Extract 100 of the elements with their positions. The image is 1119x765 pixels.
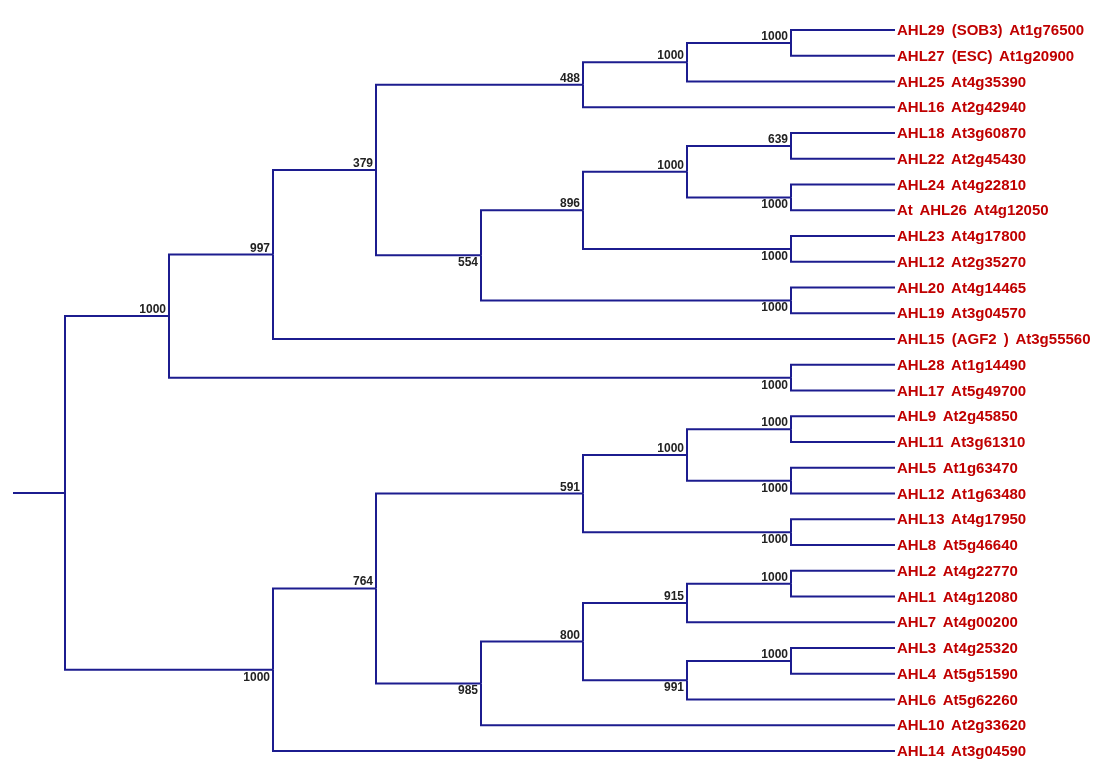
bootstrap-value: 997 <box>249 240 273 255</box>
tree-branch <box>686 61 896 83</box>
bootstrap-value: 800 <box>559 627 583 642</box>
tree-branch <box>686 170 792 199</box>
taxon-label: AHL12 At1g63480 <box>895 484 1027 503</box>
taxon-label: AHL22 At2g45430 <box>895 149 1027 168</box>
tree-branch <box>790 569 896 585</box>
bootstrap-value: 1000 <box>243 669 273 684</box>
tree-branch <box>790 247 896 263</box>
bootstrap-value: 1000 <box>761 480 791 495</box>
taxon-label: AHL1 At4g12080 <box>895 587 1018 606</box>
bootstrap-value: 915 <box>663 588 687 603</box>
tree-branch <box>582 61 688 86</box>
tree-branch <box>790 659 896 675</box>
taxon-label: AHL3 At4g25320 <box>895 639 1018 657</box>
tree-branch <box>480 640 584 685</box>
tree-branch <box>790 132 896 147</box>
tree-branch <box>272 668 896 752</box>
tree-branch <box>790 299 896 315</box>
taxon-label: At AHL26 At4g12050 <box>895 201 1049 220</box>
bootstrap-value: 1000 <box>139 302 169 317</box>
tree-branch <box>790 235 896 250</box>
bootstrap-value: 639 <box>767 131 791 146</box>
bootstrap-value: 1000 <box>761 248 791 263</box>
tree-branch <box>790 144 896 160</box>
bootstrap-value: 1000 <box>761 646 791 661</box>
bootstrap-value: 488 <box>559 70 583 85</box>
tree-branch <box>582 601 688 643</box>
tree-branch <box>686 144 792 173</box>
bootstrap-value: 591 <box>559 479 583 494</box>
bootstrap-value: 1000 <box>761 532 791 547</box>
taxon-label: AHL10 At2g33620 <box>895 716 1027 735</box>
tree-branch <box>582 492 792 534</box>
taxon-label: AHL12 At2g35270 <box>895 252 1027 271</box>
taxon-label: AHL25 At4g35390 <box>895 72 1027 91</box>
tree-branch <box>375 587 482 685</box>
tree-branch <box>686 601 896 624</box>
bootstrap-value: 554 <box>457 255 481 270</box>
bootstrap-value: 991 <box>663 680 687 695</box>
tree-branch <box>12 491 274 671</box>
tree-branch <box>790 41 896 57</box>
taxon-label: AHL29 (SOB3) At1g76500 <box>895 21 1085 39</box>
tree-branch <box>375 83 584 171</box>
bootstrap-value: 1000 <box>761 377 791 392</box>
bootstrap-value: 1000 <box>761 300 791 315</box>
tree-branch <box>790 286 896 302</box>
bootstrap-value: 1000 <box>761 197 791 212</box>
tree-branch <box>375 169 482 257</box>
tree-branch <box>790 479 896 495</box>
taxon-label: AHL17 At5g49700 <box>895 381 1027 400</box>
tree-branch <box>790 183 896 199</box>
tree-branch <box>480 254 792 302</box>
bootstrap-value: 1000 <box>761 28 791 43</box>
tree-branch <box>582 453 688 495</box>
taxon-label: AHL20 At4g14465 <box>895 278 1027 297</box>
taxon-label: AHL28 At1g14490 <box>895 355 1027 374</box>
taxon-label: AHL11 At3g61310 <box>895 433 1026 451</box>
tree-branch <box>790 196 896 212</box>
tree-branch <box>582 209 792 250</box>
tree-branch <box>168 253 274 318</box>
bootstrap-value: 764 <box>352 574 376 589</box>
taxon-label: AHL18 At3g60870 <box>895 124 1027 142</box>
taxon-label: AHL13 At4g17950 <box>895 510 1027 529</box>
tree-branch <box>790 647 896 662</box>
tree-branch <box>168 315 792 379</box>
taxon-label: AHL14 At3g04590 <box>895 742 1027 760</box>
tree-branch <box>272 253 896 340</box>
taxon-label: AHL23 At4g17800 <box>895 227 1027 245</box>
tree-branch <box>686 679 896 701</box>
bootstrap-value: 1000 <box>657 440 687 455</box>
taxon-label: AHL15 (AGF2 ) At3g55560 <box>895 330 1091 348</box>
bootstrap-value: 1000 <box>761 415 791 430</box>
tree-branch <box>790 518 896 534</box>
bootstrap-value: 379 <box>352 156 376 170</box>
tree-branch <box>686 659 792 682</box>
tree-branch <box>272 169 377 256</box>
tree-branch <box>790 466 896 482</box>
bootstrap-value: 896 <box>559 196 583 211</box>
tree-branch <box>790 363 896 379</box>
tree-branch <box>272 587 377 671</box>
tree-branch <box>480 682 896 727</box>
tree-branch <box>790 582 896 598</box>
taxon-label: AHL19 At3g04570 <box>895 304 1027 323</box>
tree-branch <box>582 83 896 109</box>
tree-branch <box>790 29 896 44</box>
taxon-label: AHL4 At5g51590 <box>895 664 1018 683</box>
tree-branch <box>375 492 584 590</box>
bootstrap-value: 985 <box>457 683 481 698</box>
bootstrap-value: 1000 <box>657 157 687 172</box>
bootstrap-value: 1000 <box>657 48 687 63</box>
taxon-label: AHL9 At2g45850 <box>895 407 1018 426</box>
taxon-label: AHL24 At4g22810 <box>895 175 1027 194</box>
tree-branch <box>686 428 792 456</box>
tree-branch <box>582 640 688 682</box>
tree-branch <box>582 170 688 212</box>
taxon-label: AHL8 At5g46640 <box>895 536 1018 554</box>
tree-branch <box>480 209 584 257</box>
taxon-label: AHL2 At4g22770 <box>895 561 1018 580</box>
tree-branch <box>790 428 896 443</box>
taxon-label: AHL16 At2g42940 <box>895 98 1027 117</box>
